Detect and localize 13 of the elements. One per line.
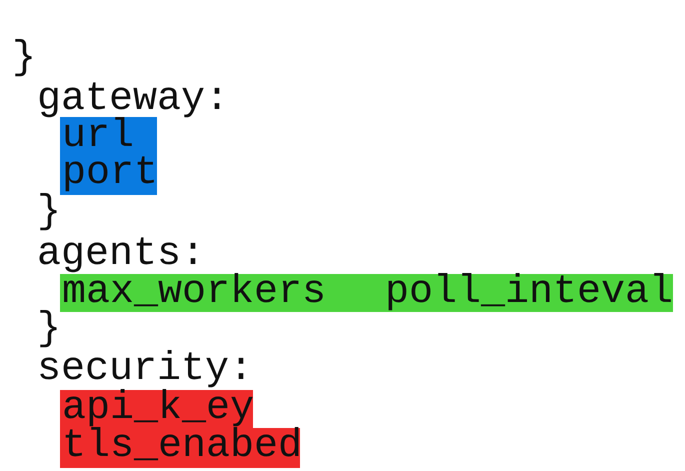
- highlighted-key: port: [62, 155, 158, 195]
- closing-brace: }: [37, 311, 62, 349]
- highlighted-key: url: [62, 118, 134, 158]
- section-key: gateway:: [37, 81, 230, 119]
- highlight-band: [60, 274, 673, 312]
- section-key: agents:: [37, 236, 206, 274]
- highlight-band: [60, 117, 157, 195]
- highlighted-key: max_workers: [62, 274, 326, 314]
- closing-brace: }: [12, 40, 36, 78]
- highlighted-key: tls_enabed: [60, 428, 300, 468]
- highlighted-key: poll_inteval: [385, 274, 674, 314]
- closing-brace: }: [37, 194, 62, 232]
- section-key: security:: [37, 351, 254, 389]
